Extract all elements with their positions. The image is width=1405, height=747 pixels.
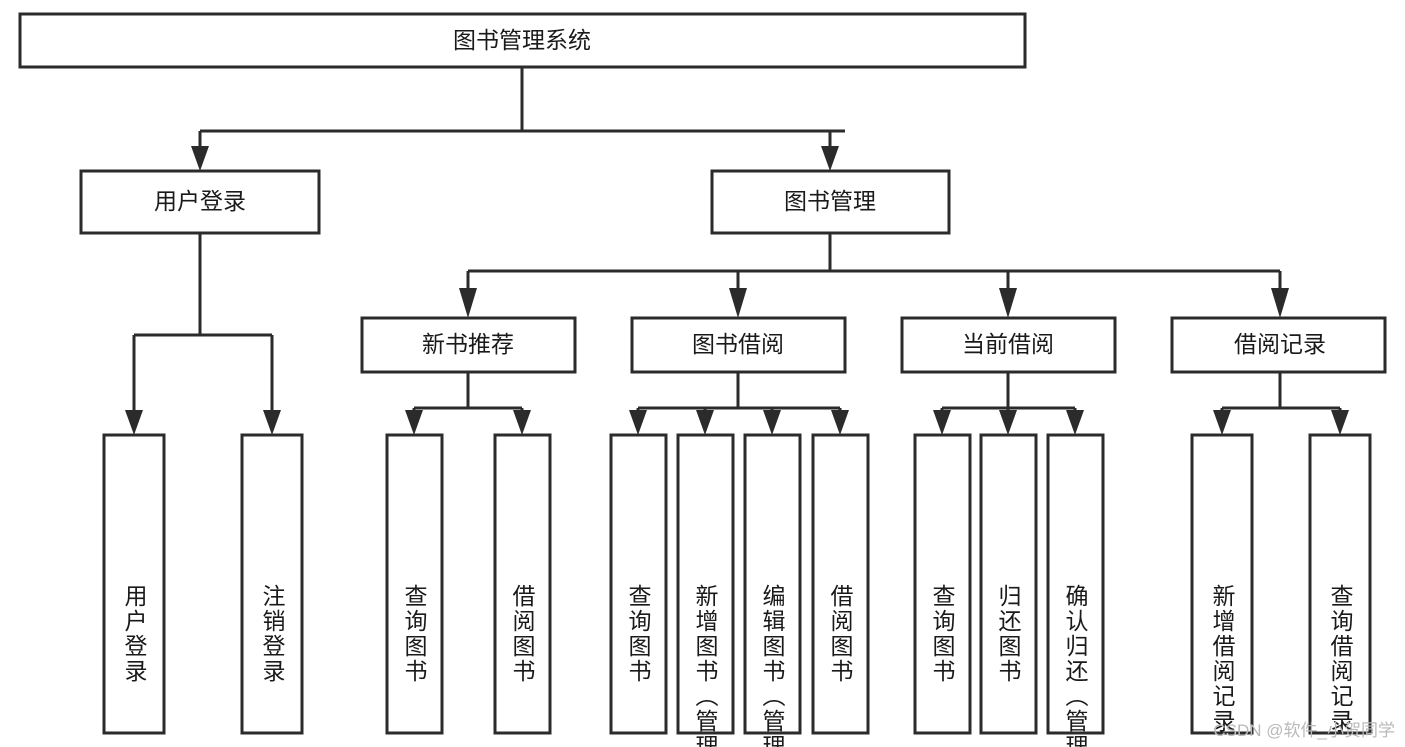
- node-borrow-record-box[interactable]: [1170, 316, 1387, 374]
- node-leaf-user-login-label: 用户登录: [121, 584, 148, 684]
- arrow-head-cb-leaf-3: [1066, 410, 1084, 435]
- arrow-head-borrow-record: [1271, 288, 1289, 318]
- node-leaf-cb-confirm-return-label: 确认归还（管理员）: [1062, 584, 1089, 747]
- node-book-borrow-label: 图书借阅: [692, 331, 784, 357]
- node-book-borrow[interactable]: 图书借阅: [630, 316, 847, 374]
- node-leaf-bb-add-book[interactable]: 新增图书（管理员）: [676, 433, 735, 747]
- node-leaf-br-add-record[interactable]: 新增借阅记录: [1190, 433, 1254, 735]
- node-leaf-bb-borrow-book[interactable]: 借阅图书: [811, 433, 870, 735]
- arrow-head-book-borrow: [729, 288, 747, 318]
- node-current-borrow-box[interactable]: [900, 316, 1117, 374]
- node-leaf-br-add-record-label: 新增借阅记录: [1209, 584, 1236, 734]
- node-leaf-nb-borrow-book[interactable]: 借阅图书: [493, 433, 552, 735]
- node-leaf-bb-edit-book-label: 编辑图书（管理员）: [759, 584, 786, 747]
- node-borrow-record-label: 借阅记录: [1234, 331, 1326, 357]
- node-book-borrow-box[interactable]: [630, 316, 847, 374]
- node-leaf-logout-box[interactable]: [240, 433, 304, 735]
- arrow-head-br-leaf-1: [1213, 410, 1231, 435]
- node-book-manage-box[interactable]: [710, 169, 951, 235]
- edges-layer: [125, 67, 1349, 435]
- node-new-book-label: 新书推荐: [422, 331, 514, 357]
- node-leaf-cb-query-book-box[interactable]: [913, 433, 972, 735]
- node-leaf-cb-return-book-label: 归还图书: [995, 584, 1022, 684]
- node-leaf-cb-return-book[interactable]: 归还图书: [979, 433, 1038, 735]
- arrow-head-new-book: [459, 288, 477, 318]
- node-leaf-nb-borrow-book-box[interactable]: [493, 433, 552, 735]
- node-user-login-label: 用户登录: [154, 188, 246, 214]
- node-leaf-user-login-box[interactable]: [102, 433, 166, 735]
- arrow-head-bb-leaf-2: [696, 410, 714, 435]
- arrow-head-nb-leaf-1: [405, 410, 423, 435]
- node-new-book-box[interactable]: [360, 316, 577, 374]
- arrow-head-book-manage: [821, 146, 839, 171]
- arrow-head-nb-leaf-2: [513, 410, 531, 435]
- arrow-head-bb-leaf-3: [763, 410, 781, 435]
- arrow-head-leaf-logout: [263, 410, 281, 435]
- node-leaf-bb-query-book-label: 查询图书: [625, 584, 652, 684]
- node-leaf-nb-borrow-book-label: 借阅图书: [509, 584, 536, 684]
- node-borrow-record[interactable]: 借阅记录: [1170, 316, 1387, 374]
- node-leaf-bb-query-book[interactable]: 查询图书: [609, 433, 668, 735]
- arrow-head-cb-leaf-2: [999, 410, 1017, 435]
- node-leaf-bb-edit-book-box[interactable]: [743, 433, 802, 735]
- node-leaf-bb-borrow-book-label: 借阅图书: [827, 584, 854, 684]
- arrow-head-br-leaf-2: [1331, 410, 1349, 435]
- node-leaf-bb-edit-book[interactable]: 编辑图书（管理员）: [743, 433, 802, 747]
- node-root-label: 图书管理系统: [453, 27, 591, 53]
- node-current-borrow-label: 当前借阅: [962, 331, 1054, 357]
- node-leaf-logout-label: 注销登录: [259, 584, 286, 684]
- node-current-borrow[interactable]: 当前借阅: [900, 316, 1117, 374]
- arrow-head-cb-leaf-1: [933, 410, 951, 435]
- node-leaf-br-query-record[interactable]: 查询借阅记录: [1308, 433, 1372, 735]
- node-leaf-br-query-record-box[interactable]: [1308, 433, 1372, 735]
- node-leaf-bb-borrow-book-box[interactable]: [811, 433, 870, 735]
- node-user-login[interactable]: 用户登录: [79, 169, 321, 235]
- node-leaf-bb-add-book-box[interactable]: [676, 433, 735, 735]
- node-leaf-cb-confirm-return-box[interactable]: [1046, 433, 1105, 735]
- node-leaf-nb-query-book-label: 查询图书: [401, 584, 428, 684]
- node-book-manage[interactable]: 图书管理: [710, 169, 951, 235]
- node-root[interactable]: 图书管理系统: [18, 12, 1027, 69]
- node-leaf-br-query-record-label: 查询借阅记录: [1327, 584, 1354, 734]
- node-leaf-cb-query-book-label: 查询图书: [929, 584, 956, 684]
- arrow-head-user-login: [191, 146, 209, 171]
- node-leaf-cb-return-book-box[interactable]: [979, 433, 1038, 735]
- arrow-head-bb-leaf-4: [831, 410, 849, 435]
- node-leaf-bb-query-book-box[interactable]: [609, 433, 668, 735]
- node-leaf-nb-query-book-box[interactable]: [385, 433, 444, 735]
- node-book-manage-label: 图书管理: [784, 188, 876, 214]
- arrow-head-bb-leaf-1: [629, 410, 647, 435]
- arrow-head-current-borrow: [999, 288, 1017, 318]
- node-root-box[interactable]: [18, 12, 1027, 69]
- node-leaf-nb-query-book[interactable]: 查询图书: [385, 433, 444, 735]
- node-leaf-cb-confirm-return[interactable]: 确认归还（管理员）: [1046, 433, 1105, 747]
- node-leaf-cb-query-book[interactable]: 查询图书: [913, 433, 972, 735]
- node-leaf-logout[interactable]: 注销登录: [240, 433, 304, 735]
- node-leaf-bb-add-book-label: 新增图书（管理员）: [692, 584, 719, 747]
- node-leaf-br-add-record-box[interactable]: [1190, 433, 1254, 735]
- node-leaf-user-login[interactable]: 用户登录: [102, 433, 166, 735]
- node-new-book[interactable]: 新书推荐: [360, 316, 577, 374]
- arrow-head-leaf-user-login: [125, 410, 143, 435]
- node-user-login-box[interactable]: [79, 169, 321, 235]
